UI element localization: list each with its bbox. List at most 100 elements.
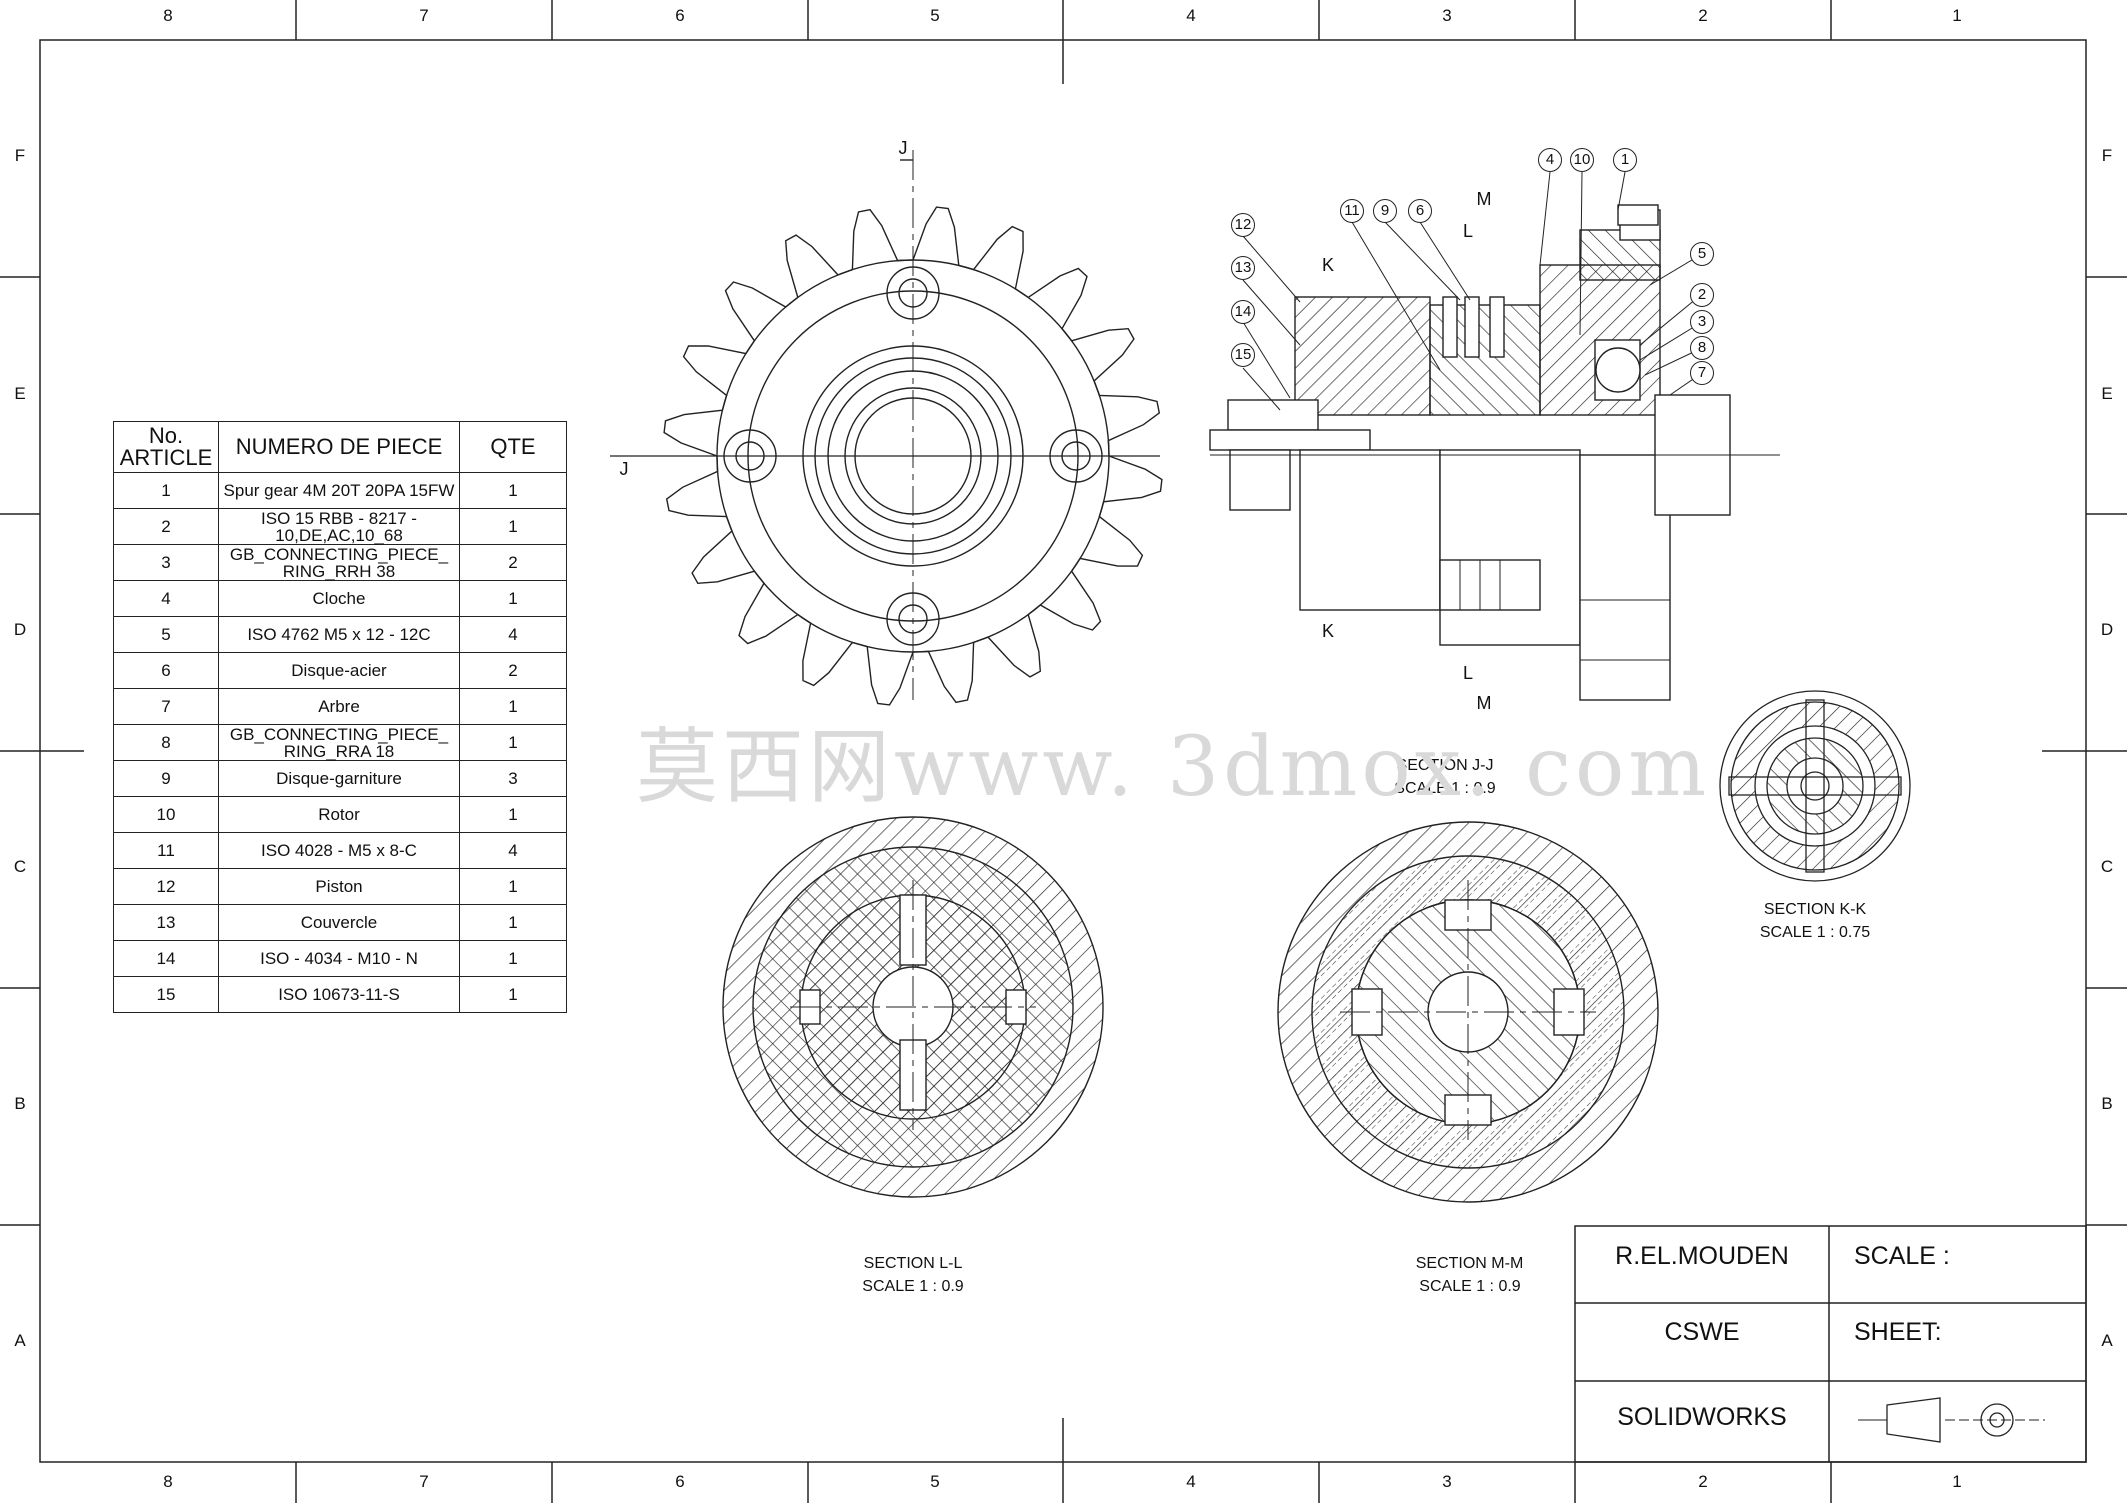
bom-qty-cell: 1 — [459, 868, 567, 905]
bom-qty-cell: 1 — [459, 580, 567, 617]
zone-row-f-left: F — [14, 146, 26, 165]
zone-col-1-bottom: 1 — [1952, 1472, 1962, 1491]
bom-article-cell: 5 — [113, 616, 219, 653]
bom-part-cell: Arbre — [218, 688, 460, 725]
bom-qty-cell: 1 — [459, 904, 567, 941]
section-jj-view — [1209, 204, 1780, 701]
zone-col-2-top: 2 — [1698, 6, 1708, 25]
balloon-13: 13 — [1231, 256, 1255, 280]
bom-qty-cell: 3 — [459, 760, 567, 797]
bom-part-cell: Piston — [218, 868, 460, 905]
balloon-7: 7 — [1690, 361, 1714, 385]
section-mm-title: SECTION M-M — [1415, 1255, 1524, 1272]
balloon-4: 4 — [1538, 148, 1562, 172]
zone-col-8-bottom: 8 — [163, 1472, 173, 1491]
bom-article-cell: 14 — [113, 940, 219, 977]
bom-article-cell: 3 — [113, 544, 219, 581]
balloon-8: 8 — [1690, 336, 1714, 360]
cut-label-l-bottom: L — [1462, 663, 1473, 683]
section-kk-title: SECTION K-K — [1763, 901, 1867, 918]
bom-qty-cell: 1 — [459, 508, 567, 545]
bom-part-cell: ISO 4028 - M5 x 8-C — [218, 832, 460, 869]
zone-col-2-bottom: 2 — [1698, 1472, 1708, 1491]
bom-part-cell: Cloche — [218, 580, 460, 617]
bom-part-cell: ISO 15 RBB - 8217 - 10,DE,AC,10_68 — [218, 508, 460, 545]
bom-qty-cell: 1 — [459, 472, 567, 509]
bom-article-cell: 4 — [113, 580, 219, 617]
bom-part-cell: ISO 10673-11-S — [218, 976, 460, 1013]
bom-qty-cell: 1 — [459, 796, 567, 833]
cut-label-l-top: L — [1462, 221, 1473, 241]
section-mm-view — [1277, 821, 1659, 1203]
bom-part-cell: GB_CONNECTING_PIECE_ RING_RRA 18 — [218, 724, 460, 761]
zone-row-e-left: E — [14, 384, 26, 403]
balloon-9: 9 — [1373, 199, 1397, 223]
bom-part-cell: Rotor — [218, 796, 460, 833]
balloon-10: 10 — [1570, 148, 1594, 172]
title-block-frame — [1574, 1225, 2087, 1463]
section-ll-title: SECTION L-L — [863, 1255, 963, 1272]
bom-header-article: No. ARTICLE — [113, 421, 219, 473]
balloon-14: 14 — [1231, 300, 1255, 324]
section-kk-view — [1719, 690, 1911, 882]
bom-part-cell: Spur gear 4M 20T 20PA 15FW — [218, 472, 460, 509]
cut-label-j-left: J — [619, 459, 629, 479]
balloon-5: 5 — [1690, 242, 1714, 266]
bom-part-cell: ISO 4762 M5 x 12 - 12C — [218, 616, 460, 653]
zone-col-5-bottom: 5 — [930, 1472, 940, 1491]
balloon-11: 11 — [1340, 199, 1364, 223]
bom-article-cell: 12 — [113, 868, 219, 905]
section-ll-view — [722, 816, 1104, 1198]
bom-article-cell: 11 — [113, 832, 219, 869]
title-block-sheet-label: SHEET: — [1854, 1318, 1942, 1346]
bom-article-cell: 15 — [113, 976, 219, 1013]
zone-col-3-top: 3 — [1442, 6, 1452, 25]
title-block-scale-label: SCALE : — [1854, 1242, 1950, 1270]
zone-col-5-top: 5 — [930, 6, 940, 25]
bom-article-cell: 1 — [113, 472, 219, 509]
bom-article-cell: 10 — [113, 796, 219, 833]
bom-qty-cell: 2 — [459, 544, 567, 581]
zone-row-b-right: B — [2101, 1094, 2113, 1113]
zone-col-4-bottom: 4 — [1186, 1472, 1196, 1491]
cut-label-j-top: J — [898, 138, 908, 158]
bom-qty-cell: 1 — [459, 940, 567, 977]
balloon-1: 1 — [1613, 148, 1637, 172]
bom-article-cell: 9 — [113, 760, 219, 797]
zone-col-7-bottom: 7 — [419, 1472, 429, 1491]
cut-label-k-top: K — [1321, 255, 1334, 275]
cut-label-m-bottom: M — [1476, 693, 1492, 713]
bom-qty-cell: 2 — [459, 652, 567, 689]
bom-part-cell: GB_CONNECTING_PIECE_ RING_RRH 38 — [218, 544, 460, 581]
zone-col-3-bottom: 3 — [1442, 1472, 1452, 1491]
bom-article-cell: 13 — [113, 904, 219, 941]
cut-label-k-bottom: K — [1321, 621, 1334, 641]
bom-article-cell: 6 — [113, 652, 219, 689]
zone-row-f-right: F — [2101, 146, 2113, 165]
bom-header-row: No. ARTICLE NUMERO DE PIECE QTE — [113, 421, 567, 473]
zone-row-c-right: C — [2100, 857, 2114, 876]
cut-label-m-top: M — [1476, 189, 1492, 209]
bom-part-cell: Couvercle — [218, 904, 460, 941]
balloon-12: 12 — [1231, 213, 1255, 237]
zone-col-4-top: 4 — [1186, 6, 1196, 25]
bom-qty-cell: 1 — [459, 688, 567, 725]
bom-header-qty: QTE — [459, 421, 567, 473]
bom-part-cell: Disque-garniture — [218, 760, 460, 797]
front-view-gear — [610, 150, 1163, 706]
zone-col-1-top: 1 — [1952, 6, 1962, 25]
bom-article-cell: 7 — [113, 688, 219, 725]
projection-symbol-icon — [1855, 1395, 2045, 1445]
